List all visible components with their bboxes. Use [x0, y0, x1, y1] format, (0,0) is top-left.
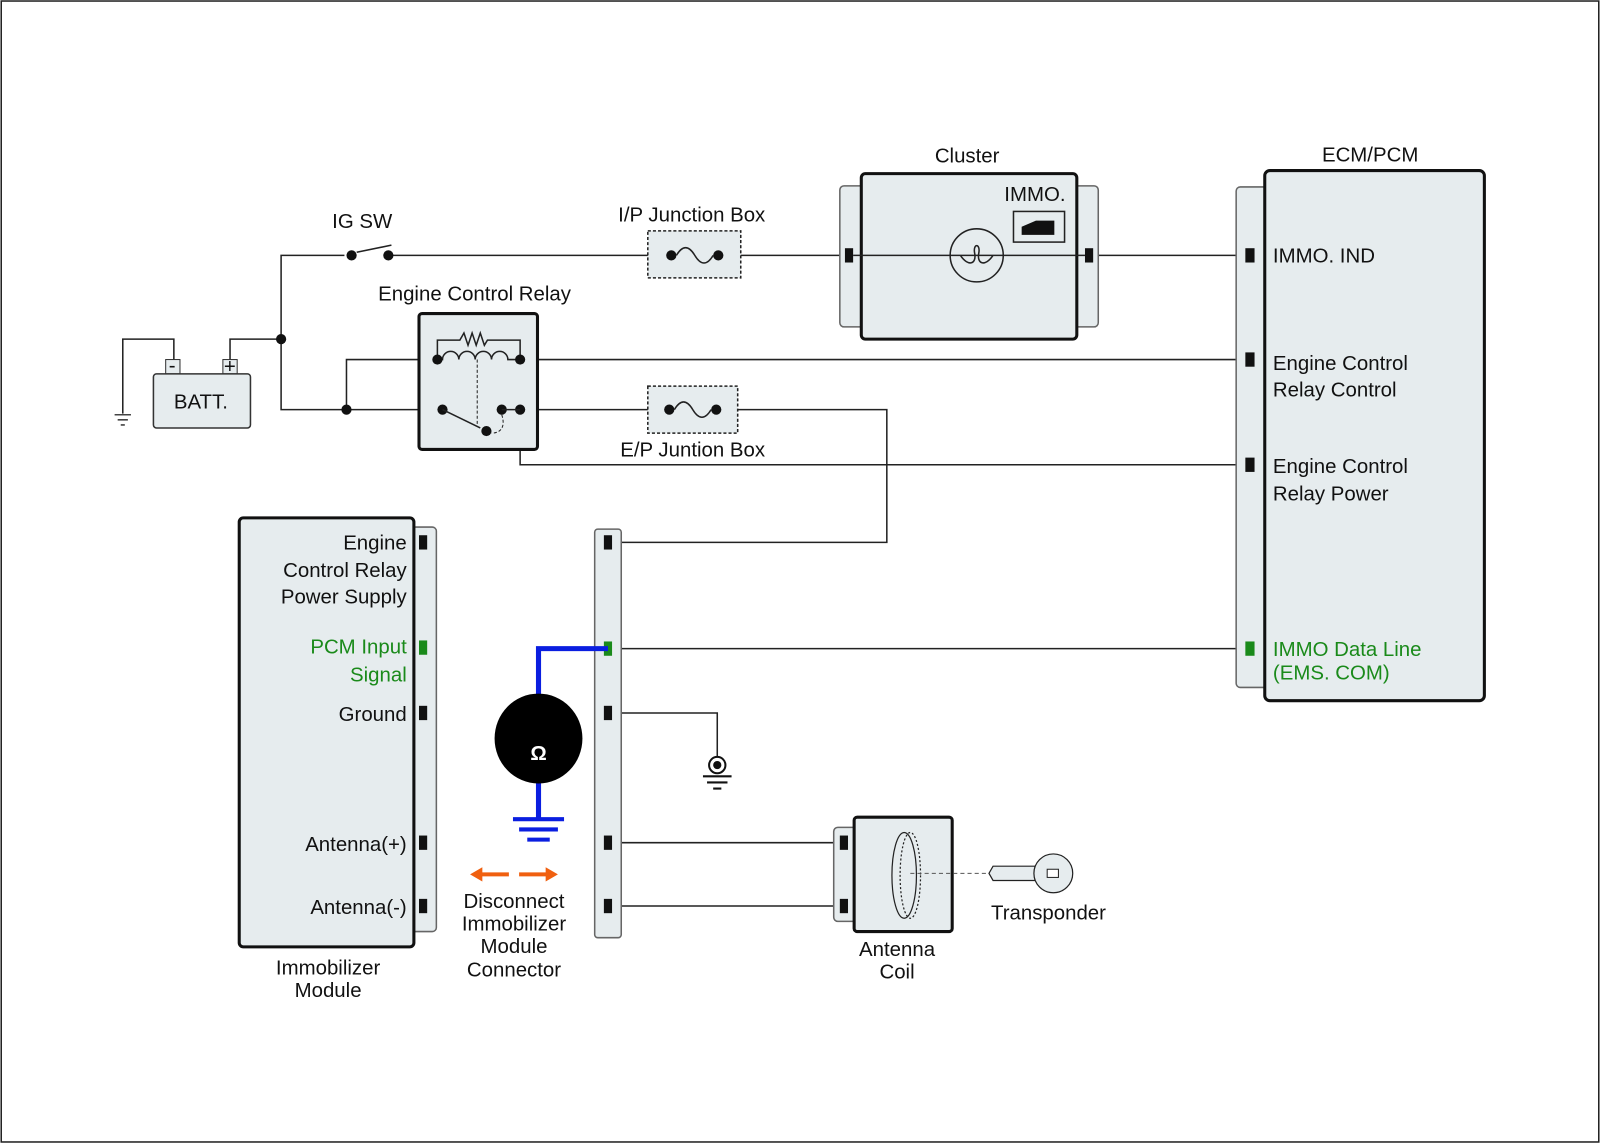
immo-pin-pcm-input: PCM Input — [310, 637, 407, 659]
disconnect-note-2: Immobilizer — [462, 914, 567, 936]
ground-icon — [512, 817, 565, 842]
immo-pin-power: Engine — [343, 533, 407, 555]
disconnect-note: Disconnect — [464, 891, 565, 913]
disconnect-note-3: Module — [481, 936, 548, 958]
pin-immo-ind — [1245, 248, 1255, 263]
battery-label: BATT. — [174, 392, 228, 414]
immo-pin-power-2: Control Relay — [283, 560, 407, 582]
cluster: Cluster IMMO. — [839, 145, 1100, 341]
ecm-pin-relay-power: Engine Control — [1273, 456, 1408, 478]
immo-module-label: Immobilizer — [276, 957, 381, 979]
ecm-pin-relay-power-2: Relay Power — [1273, 484, 1389, 506]
antenna-coil-label: Antenna — [859, 939, 936, 961]
fuse-icon — [675, 246, 714, 264]
immo-pin-antenna-neg: Antenna(-) — [310, 897, 406, 919]
ig-switch-label: IG SW — [332, 211, 393, 233]
fuse-icon — [673, 401, 712, 419]
relay-label: Engine Control Relay — [378, 283, 572, 305]
ecm-pin-immo-data-2: (EMS. COM) — [1273, 662, 1390, 684]
ecm-pin-relay-control-2: Relay Control — [1273, 379, 1397, 401]
immo-pin-ground: Ground — [339, 704, 407, 726]
ohm-symbol: Ω — [530, 743, 546, 765]
ecm-pin-immo-ind: IMMO. IND — [1273, 246, 1375, 268]
ip-junction-box-label: I/P Junction Box — [618, 205, 765, 227]
antenna-coil: Antenna Coil — [832, 815, 989, 984]
disconnect-note-4: Connector — [467, 960, 561, 982]
ip-junction-box: I/P Junction Box — [618, 205, 765, 279]
cluster-immo-label: IMMO. — [1004, 184, 1065, 206]
antenna-coil-label-2: Coil — [879, 962, 914, 984]
transponder-label: Transponder — [991, 902, 1106, 924]
ig-switch: IG SW — [332, 211, 394, 261]
cluster-label: Cluster — [935, 145, 1000, 167]
immo-pin-power-3: Power Supply — [281, 587, 408, 609]
battery: - + BATT. — [114, 338, 282, 429]
ohmmeter-icon — [494, 693, 583, 784]
ohmmeter: Ω — [494, 646, 608, 842]
coil-icon — [891, 831, 918, 919]
engine-control-relay: Engine Control Relay — [378, 283, 572, 451]
ecm-pcm: ECM/PCM IMMO. IND Engine Control Relay C… — [1235, 144, 1486, 703]
ep-junction-box: E/P Juntion Box — [620, 385, 765, 462]
indicator-lamp-icon — [949, 228, 1005, 283]
ep-junction-box-label: E/P Juntion Box — [620, 440, 765, 462]
ground-icon — [114, 413, 131, 426]
battery-positive-label: + — [224, 356, 236, 378]
disconnect-arrows-icon — [470, 867, 558, 882]
harness-connector — [593, 528, 623, 939]
immobilizer-module: Engine Control Relay Power Supply PCM In… — [237, 516, 438, 1002]
ecm-label: ECM/PCM — [1322, 144, 1418, 166]
immo-pin-pcm-input-2: Signal — [350, 664, 407, 686]
relay-coil-icon — [437, 350, 521, 361]
ecm-pin-relay-control: Engine Control — [1273, 353, 1408, 375]
immo-pin-antenna-pos: Antenna(+) — [305, 834, 407, 856]
ecm-pin-immo-data: IMMO Data Line — [1273, 639, 1422, 661]
battery-negative-label: - — [169, 355, 176, 377]
immo-module-label-2: Module — [295, 980, 362, 1002]
chassis-ground-icon — [702, 755, 732, 790]
transponder-key-icon: Transponder — [988, 853, 1106, 924]
